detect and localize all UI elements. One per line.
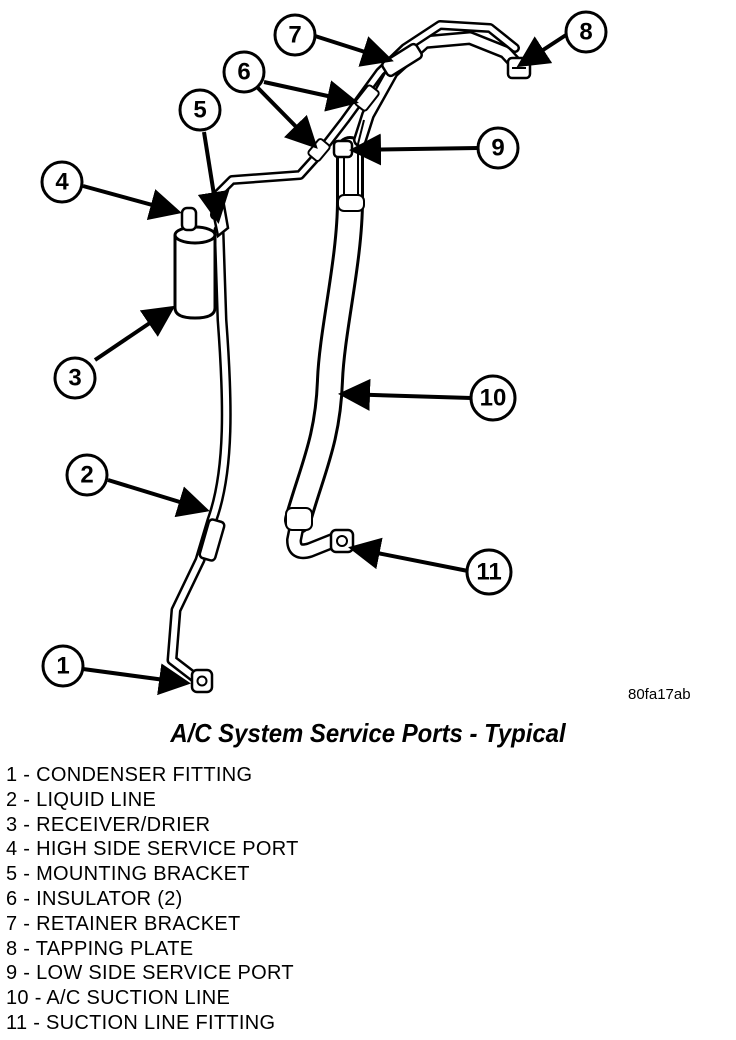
retainer-bracket [381, 42, 423, 78]
arrow-4 [82, 184, 182, 221]
figure-caption: A/C System Service Ports - Typical [170, 718, 566, 748]
callout-6: 6 [222, 50, 266, 94]
svg-text:5: 5 [193, 97, 206, 124]
legend-item: 5 - MOUNTING BRACKET [6, 863, 250, 886]
legend-item: 6 - INSULATOR (2) [6, 887, 183, 910]
legend-item: 3 - RECEIVER/DRIER [6, 813, 211, 836]
callout-4: 4 [40, 160, 84, 204]
low-side-service-port [332, 139, 354, 159]
ac-system-diagram: 1 2 3 4 5 6 7 8 9 10 11 [40, 10, 608, 696]
legend-item: 4 - HIGH SIDE SERVICE PORT [6, 838, 299, 861]
insulator [198, 84, 380, 562]
callout-5: 5 [178, 88, 222, 132]
legend-item: 8 - TAPPING PLATE [6, 937, 194, 960]
svg-text:11: 11 [476, 559, 501, 586]
svg-text:4: 4 [55, 169, 69, 196]
callouts: 1 2 3 4 5 6 7 8 9 10 11 [40, 10, 608, 688]
legend-item: 7 - RETAINER BRACKET [6, 912, 241, 935]
legend-item: 9 - LOW SIDE SERVICE PORT [6, 962, 294, 985]
condenser-fitting [190, 668, 214, 694]
arrow-3 [93, 305, 176, 362]
callout-10: 10 [469, 374, 517, 422]
arrow-8 [516, 33, 568, 68]
svg-text:3: 3 [68, 365, 81, 392]
legend-item: 1 - CONDENSER FITTING [6, 764, 253, 786]
callout-3: 3 [53, 356, 97, 400]
callout-2: 2 [65, 453, 109, 497]
arrow-10 [338, 378, 472, 411]
callout-11: 11 [465, 548, 513, 596]
receiver-drier [173, 206, 217, 320]
callout-9: 9 [476, 126, 520, 170]
callout-1: 1 [41, 644, 85, 688]
arrow-6b [256, 86, 318, 149]
svg-text:10: 10 [480, 385, 507, 412]
suction-line [284, 31, 527, 560]
legend-item: 2 - LIQUID LINE [6, 788, 157, 811]
arrow-1 [82, 663, 191, 696]
svg-text:2: 2 [80, 462, 93, 489]
arrow-9 [349, 133, 479, 166]
callout-8: 8 [564, 10, 608, 54]
suction-line-fitting [329, 528, 355, 554]
figure-id: 80fa17ab [628, 686, 691, 703]
svg-text:9: 9 [491, 135, 504, 162]
arrow-6a [263, 80, 359, 112]
svg-text:6: 6 [237, 59, 250, 86]
svg-text:7: 7 [288, 22, 301, 49]
callout-7: 7 [273, 13, 317, 57]
legend-list: 1 - CONDENSER FITTING 2 - LIQUID LINE 3 … [6, 763, 299, 1036]
arrow-7 [314, 34, 394, 67]
leader-arrows [82, 33, 568, 696]
suction-line-tube [285, 119, 365, 531]
arrow-5 [197, 131, 230, 224]
arrow-2 [107, 478, 210, 518]
legend-item: 10 - A/C SUCTION LINE [6, 987, 231, 1010]
svg-text:1: 1 [56, 653, 69, 680]
legend-item: 11 - SUCTION LINE FITTING [6, 1011, 276, 1034]
svg-text:8: 8 [579, 19, 592, 46]
arrow-11 [348, 537, 469, 573]
